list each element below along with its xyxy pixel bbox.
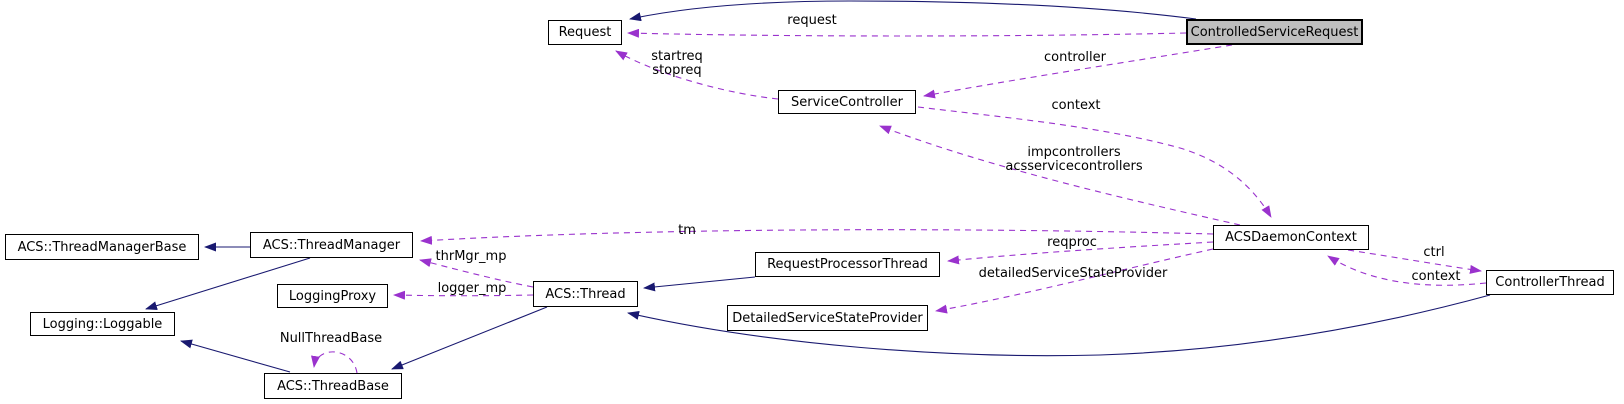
node-acs-daemon-context[interactable]: ACSDaemonContext bbox=[1213, 225, 1369, 250]
edge-usage-context-controllerthread bbox=[1327, 255, 1487, 286]
node-request[interactable]: Request bbox=[548, 20, 622, 45]
edge-inherit-thread-threadbase bbox=[391, 306, 548, 370]
edge-label-impcontrollers: impcontrollers acsservicecontrollers bbox=[1005, 145, 1143, 174]
node-thread[interactable]: ACS::Thread bbox=[533, 281, 638, 307]
edge-label-logger-mp: logger_mp bbox=[437, 281, 507, 296]
node-request-processor-thread[interactable]: RequestProcessorThread bbox=[755, 252, 940, 277]
edge-usage-detailedservicestateprovider bbox=[935, 248, 1214, 314]
edge-usage-tm bbox=[420, 229, 1214, 245]
node-detailed-service-state-provider[interactable]: DetailedServiceStateProvider bbox=[727, 305, 928, 331]
edge-inherit-controllerthread-thread bbox=[627, 294, 1491, 357]
edge-label-controller: controller bbox=[1043, 50, 1107, 65]
node-controlled-service-request: ControlledServiceRequest bbox=[1186, 19, 1363, 45]
edge-inherit-threadmanager-loggable bbox=[145, 257, 311, 311]
edge-label-detailed-provider: detailedServiceStateProvider bbox=[978, 266, 1168, 281]
edge-usage-logger-mp bbox=[393, 290, 534, 300]
edge-usage-ctrl bbox=[1347, 249, 1482, 274]
edge-label-ctrl: ctrl bbox=[1423, 245, 1445, 260]
edge-label-request: request bbox=[787, 13, 837, 28]
edge-usage-reqproc bbox=[947, 241, 1214, 265]
edge-inherit-controlledservicerequest-request bbox=[629, 0, 1197, 22]
edge-usage-controller bbox=[923, 44, 1233, 99]
edge-label-context-thread: context bbox=[1411, 269, 1461, 284]
edge-label-thrmgr-mp: thrMgr_mp bbox=[435, 249, 507, 264]
node-threadbase[interactable]: ACS::ThreadBase bbox=[264, 373, 402, 399]
edge-usage-impcontrollers bbox=[879, 125, 1241, 226]
node-service-controller[interactable]: ServiceController bbox=[778, 90, 916, 114]
node-threadmanager[interactable]: ACS::ThreadManager bbox=[250, 232, 413, 258]
node-loggable[interactable]: Logging::Loggable bbox=[30, 312, 175, 336]
node-loggingproxy[interactable]: LoggingProxy bbox=[277, 284, 388, 308]
edge-usage-request bbox=[627, 28, 1187, 38]
edge-usage-context-servicecontroller bbox=[917, 106, 1272, 218]
edge-label-nullthreadbase: NullThreadBase bbox=[279, 331, 383, 346]
edge-label-startreq-stopreq: startreq stopreq bbox=[651, 49, 703, 78]
node-controller-thread[interactable]: ControllerThread bbox=[1486, 270, 1614, 295]
edge-usage-nullthreadbase-selfloop bbox=[311, 351, 358, 374]
edge-label-context-service: context bbox=[1051, 98, 1101, 113]
edge-label-tm: tm bbox=[678, 223, 696, 238]
edge-label-reqproc: reqproc bbox=[1047, 235, 1097, 250]
node-threadmanagerbase[interactable]: ACS::ThreadManagerBase bbox=[5, 234, 199, 260]
edge-inherit-threadbase-loggable bbox=[180, 339, 291, 373]
edge-inherit-requestprocessorthread-thread bbox=[643, 276, 756, 292]
edge-usage-thrmgr-mp bbox=[419, 258, 534, 288]
